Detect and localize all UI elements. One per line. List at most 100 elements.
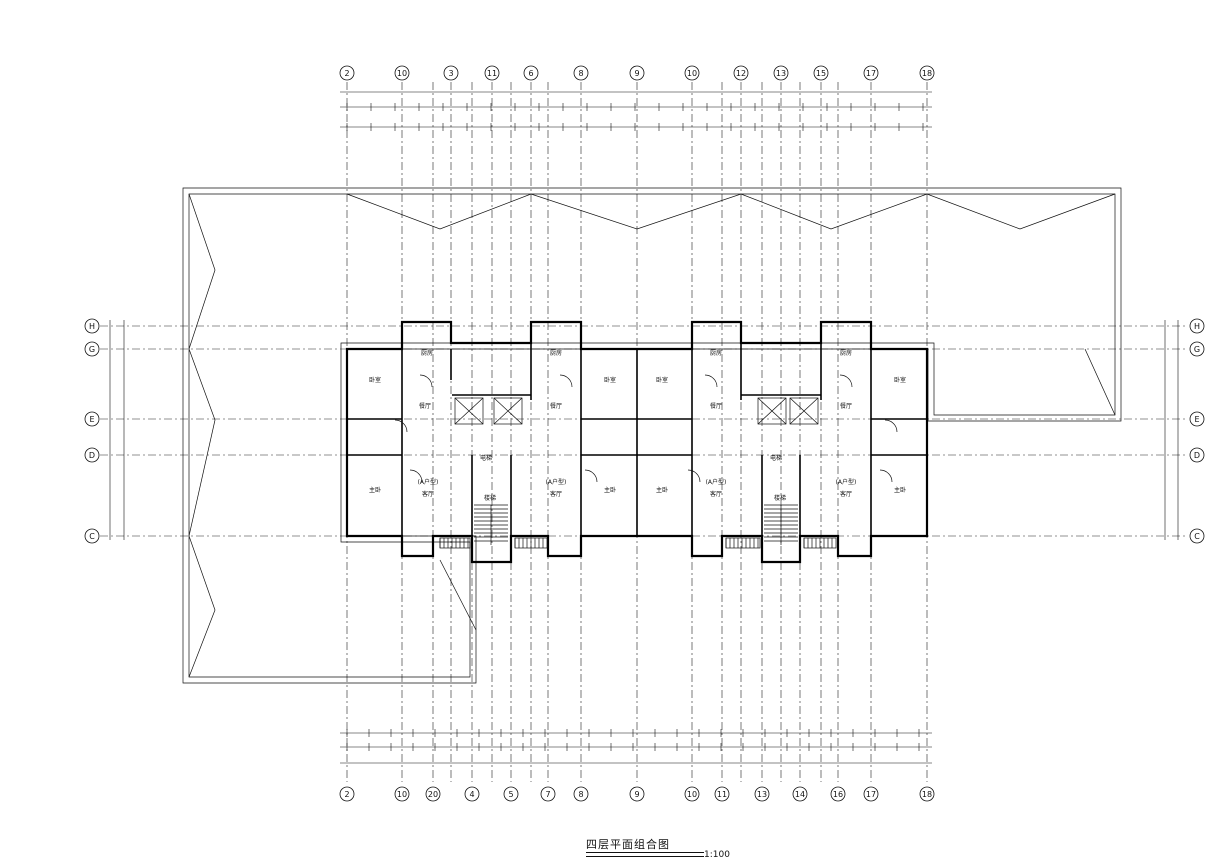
axis-label: 3 <box>448 69 453 78</box>
door-swing <box>884 419 898 433</box>
axis-label: C <box>1194 532 1200 541</box>
axis-bubble <box>523 65 539 81</box>
room-label: 客厅 <box>550 490 562 498</box>
axis-label: D <box>89 451 95 460</box>
axis-bubble <box>1189 318 1205 334</box>
room-label: 电梯 <box>480 454 492 462</box>
axis-bubble <box>1189 528 1205 544</box>
axis-bubble <box>394 65 410 81</box>
axis-label: 15 <box>816 69 826 78</box>
axis-label: 10 <box>397 790 407 799</box>
door-swing <box>559 374 573 388</box>
axis-label: 13 <box>776 69 786 78</box>
axis-label: 7 <box>545 790 550 799</box>
axis-bubble <box>443 65 459 81</box>
door-swing <box>879 469 893 483</box>
axis-label: 20 <box>428 790 438 799</box>
room-label: (A户型) <box>546 478 567 486</box>
axis-bubble <box>629 65 645 81</box>
room-label: 主卧 <box>894 486 906 494</box>
axis-label: C <box>89 532 95 541</box>
axis-bubble <box>84 447 100 463</box>
axis-bubble <box>84 341 100 357</box>
axis-bubble <box>714 786 730 802</box>
title-underline <box>586 852 704 857</box>
room-label: 卧室 <box>894 376 906 384</box>
room-label: 餐厅 <box>550 402 562 410</box>
axis-bubble <box>503 786 519 802</box>
axis-bubble <box>573 786 589 802</box>
room-label: (A户型) <box>706 478 727 486</box>
balcony-rail <box>725 537 761 549</box>
room-label: 厨房 <box>840 349 852 357</box>
door-swing <box>419 374 433 388</box>
elevator-cross <box>493 397 523 425</box>
axis-label: 18 <box>922 69 932 78</box>
axis-label: 5 <box>508 790 513 799</box>
axis-label: 13 <box>757 790 767 799</box>
axis-label: G <box>1194 345 1200 354</box>
axis-label: 10 <box>687 790 697 799</box>
axis-label: D <box>1194 451 1200 460</box>
axis-label: 6 <box>528 69 533 78</box>
axis-label: 16 <box>833 790 843 799</box>
room-label: 餐厅 <box>710 402 722 410</box>
elevator-shaft <box>757 397 787 425</box>
door-swing <box>839 374 853 388</box>
drawing-scale: 1:100 <box>704 850 730 860</box>
axis-bubble <box>84 411 100 427</box>
exterior-wall <box>345 320 929 564</box>
roof-outline <box>182 187 1122 684</box>
axis-label: 9 <box>634 790 639 799</box>
axis-bubble <box>1189 341 1205 357</box>
axis-label: 12 <box>736 69 746 78</box>
axis-label: H <box>89 322 95 331</box>
axis-bubble <box>540 786 556 802</box>
room-label: 主卧 <box>369 486 381 494</box>
axis-label: 8 <box>578 69 583 78</box>
axis-label: 2 <box>344 69 349 78</box>
roof-ridge <box>1084 348 1116 416</box>
axis-bubble <box>733 65 749 81</box>
axis-bubble <box>863 65 879 81</box>
axis-bubble <box>684 786 700 802</box>
axis-label: H <box>1194 322 1200 331</box>
axis-label: 14 <box>795 790 805 799</box>
axis-bubble <box>919 65 935 81</box>
door-swing <box>584 469 598 483</box>
room-label: 客厅 <box>422 490 434 498</box>
axis-label: 11 <box>717 790 727 799</box>
elevator-shaft <box>493 397 523 425</box>
axis-label: 10 <box>687 69 697 78</box>
elevator-cross <box>454 397 484 425</box>
room-label: 卧室 <box>604 376 616 384</box>
balcony-rail <box>439 537 471 549</box>
room-label: 主卧 <box>604 486 616 494</box>
roof-ridge <box>188 193 216 678</box>
axis-bubble <box>792 786 808 802</box>
room-label: 客厅 <box>840 490 852 498</box>
axis-bubble <box>1189 411 1205 427</box>
axis-bubble <box>684 65 700 81</box>
elevator-cross <box>757 397 787 425</box>
axis-bubble <box>425 786 441 802</box>
axis-bubble <box>830 786 846 802</box>
room-label: 客厅 <box>710 490 722 498</box>
door-swing <box>394 419 408 433</box>
room-label: 厨房 <box>710 349 722 357</box>
axis-label: 2 <box>344 790 349 799</box>
axis-bubble <box>484 65 500 81</box>
roof-edge <box>182 187 1122 684</box>
axis-label: E <box>89 415 94 424</box>
axis-label: G <box>89 345 95 354</box>
axis-bubble <box>573 65 589 81</box>
axis-bubble <box>919 786 935 802</box>
room-labels: 卧室主卧卧室卧室主卧主卧卧室主卧厨房厨房厨房厨房餐厅餐厅餐厅餐厅(A户型)(A户… <box>369 349 906 502</box>
axis-label: E <box>1194 415 1199 424</box>
door-swing <box>687 469 701 483</box>
roof-ridge <box>346 193 1116 230</box>
room-label: 主卧 <box>656 486 668 494</box>
axis-bubble <box>84 318 100 334</box>
room-label: (A户型) <box>418 478 439 486</box>
